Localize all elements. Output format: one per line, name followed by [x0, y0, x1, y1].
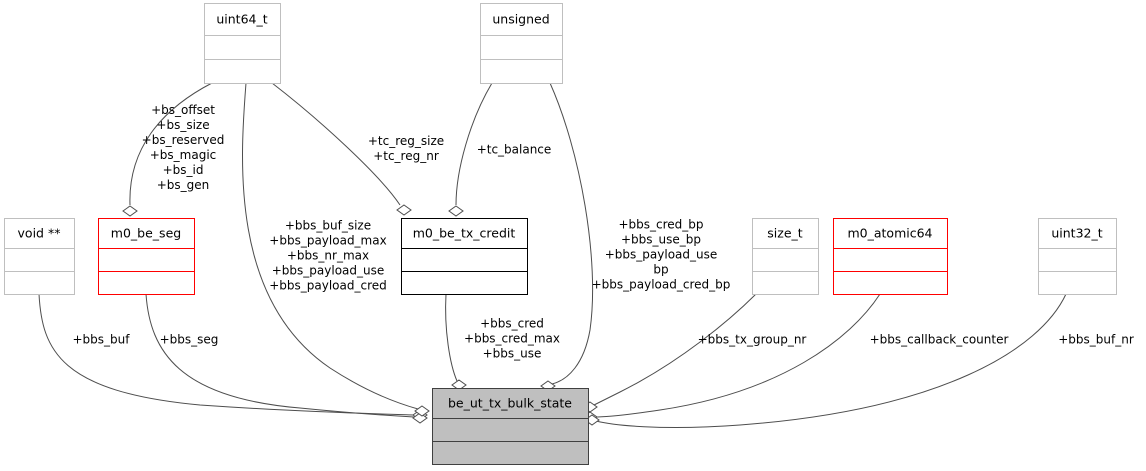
- association-edge: [445, 293, 467, 391]
- class-box[interactable]: [4, 218, 75, 295]
- class-name-label: uint32_t: [1051, 226, 1102, 241]
- edge-label-line: +bbs_cred: [480, 317, 544, 331]
- edge-label-line: +bbs_use_bp: [621, 233, 701, 247]
- nodes-layer: uint64_t unsigned void ** m0_be_seg m0_be_tx…: [4, 3, 1117, 465]
- class-node[interactable]: uint64_t: [204, 3, 281, 84]
- edge-label-line: +bbs_seg: [160, 333, 219, 347]
- aggregation-diamond-icon: [414, 405, 430, 417]
- edge-label-group: +bbs_seg: [160, 333, 219, 347]
- association-edge: [242, 82, 430, 417]
- edge-label-line: +bs_reserved: [142, 133, 225, 147]
- edge-label-line: bp: [653, 263, 668, 277]
- class-box[interactable]: [401, 218, 528, 295]
- edge-line: [455, 82, 493, 206]
- edge-label-group: +bbs_cred+bbs_cred_max+bbs_use: [464, 317, 560, 361]
- edge-line: [593, 293, 881, 418]
- edge-label-line: +bbs_tx_group_nr: [698, 333, 807, 347]
- association-edge: [122, 82, 213, 217]
- class-box[interactable]: [204, 3, 281, 84]
- class-name-label: unsigned: [492, 12, 549, 27]
- edge-line: [595, 293, 1067, 429]
- association-edge: [38, 293, 428, 421]
- aggregation-diamond-icon: [122, 205, 138, 217]
- edge-label-line: +tc_reg_nr: [373, 149, 439, 163]
- edge-line: [242, 82, 419, 410]
- class-node[interactable]: uint32_t: [1038, 218, 1117, 295]
- class-box[interactable]: [833, 218, 948, 295]
- edge-label-line: +bbs_cred_max: [464, 332, 560, 346]
- edge-label-group: +bbs_buf: [73, 333, 131, 347]
- edge-label-group: +bbs_cred_bp+bbs_use_bp+bbs_payload_useb…: [592, 218, 731, 292]
- edge-line: [271, 82, 401, 206]
- edge-label-line: +tc_balance: [477, 143, 552, 157]
- edge-line: [549, 82, 594, 385]
- edge-line: [593, 293, 757, 406]
- class-name-label: m0_be_tx_credit: [413, 226, 516, 241]
- edge-label-group: +tc_reg_size+tc_reg_nr: [368, 134, 444, 163]
- class-name-label: size_t: [767, 226, 802, 241]
- class-name-label: uint64_t: [216, 12, 267, 27]
- edge-label-line: +bs_offset: [151, 103, 215, 117]
- aggregation-diamond-icon: [448, 205, 464, 217]
- class-box[interactable]: [752, 218, 819, 295]
- class-name-label: m0_atomic64: [847, 226, 932, 241]
- edge-label-line: +bbs_buf_size: [285, 219, 371, 233]
- edge-label-group: +bbs_tx_group_nr: [698, 333, 807, 347]
- edge-label-line: +bbs_payload_cred_bp: [592, 278, 731, 292]
- association-edge: [582, 293, 881, 423]
- class-node[interactable]: m0_be_seg: [98, 218, 195, 295]
- class-box[interactable]: [480, 3, 563, 84]
- class-node[interactable]: unsigned: [480, 3, 563, 84]
- edge-label-line: +tc_reg_size: [368, 134, 444, 148]
- edge-label-line: +bs_gen: [157, 178, 210, 192]
- class-name-label: m0_be_seg: [111, 226, 181, 241]
- class-box[interactable]: [432, 388, 589, 465]
- edge-labels-layer: +bs_offset+bs_size+bs_reserved+bs_magic+…: [73, 103, 1134, 361]
- class-box[interactable]: [1038, 218, 1117, 295]
- association-edge: [271, 82, 412, 216]
- edge-label-line: +bs_magic: [150, 148, 217, 162]
- class-name-label: void **: [18, 226, 61, 241]
- edge-label-group: +tc_balance: [477, 143, 552, 157]
- edge-label-group: +bbs_buf_nr: [1058, 333, 1134, 347]
- edge-line: [38, 293, 415, 416]
- class-node[interactable]: m0_atomic64: [833, 218, 948, 295]
- edge-line: [445, 293, 458, 382]
- edge-label-line: +bbs_use: [483, 347, 542, 361]
- association-edge: [584, 293, 1067, 429]
- association-edge: [448, 82, 493, 217]
- class-node[interactable]: void **: [4, 218, 75, 295]
- class-box[interactable]: [98, 218, 195, 295]
- edge-line: [129, 82, 213, 206]
- edge-label-line: +bs_size: [156, 118, 209, 132]
- edge-label-line: +bbs_payload_max: [269, 234, 386, 248]
- edge-label-group: +bbs_callback_counter: [870, 333, 1009, 347]
- edge-label-group: +bbs_buf_size+bbs_payload_max+bbs_nr_max…: [269, 219, 387, 293]
- class-name-label: be_ut_tx_bulk_state: [448, 396, 572, 411]
- edge-label-line: +bbs_buf_nr: [1058, 333, 1134, 347]
- edge-label-line: +bbs_buf: [73, 333, 131, 347]
- edge-label-line: +bbs_payload_use: [272, 264, 385, 278]
- edge-label-line: +bs_id: [163, 163, 204, 177]
- edge-label-group: +bs_offset+bs_size+bs_reserved+bs_magic+…: [142, 103, 225, 192]
- class-node[interactable]: be_ut_tx_bulk_state: [432, 388, 589, 465]
- edge-label-line: +bbs_payload_cred: [269, 279, 387, 293]
- edge-label-line: +bbs_callback_counter: [870, 333, 1009, 347]
- edge-label-line: +bbs_payload_use: [605, 248, 718, 262]
- edge-label-line: +bbs_nr_max: [287, 249, 369, 263]
- edge-line: [145, 293, 415, 418]
- aggregation-diamond-icon: [396, 204, 412, 216]
- edge-label-line: +bbs_cred_bp: [618, 218, 703, 232]
- class-node[interactable]: size_t: [752, 218, 819, 295]
- class-node[interactable]: m0_be_tx_credit: [401, 218, 528, 295]
